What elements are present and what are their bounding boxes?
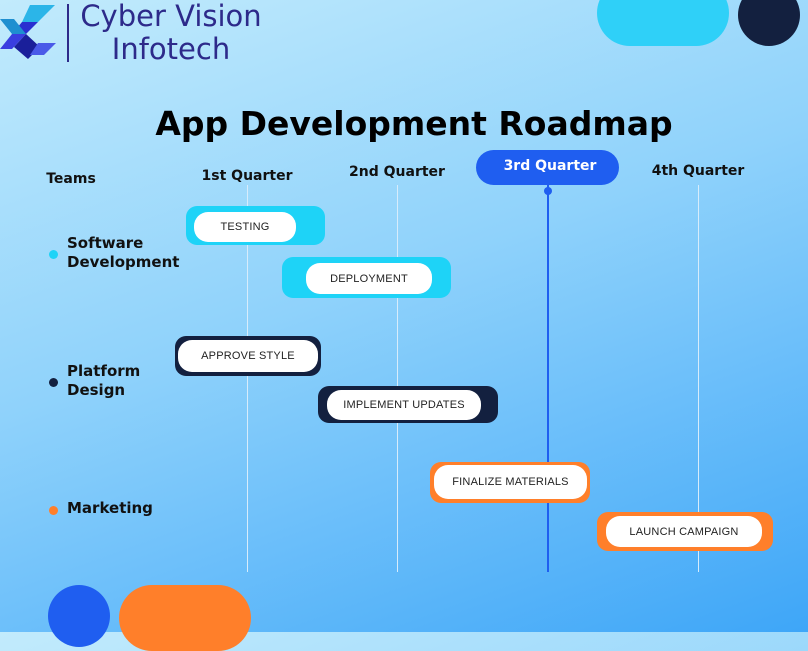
q3-header: 3rd Quarter [503, 158, 597, 174]
task-label-deployment: DEPLOYMENT [306, 263, 432, 294]
decor-orange-pill [119, 585, 251, 651]
decor-navy-circle [738, 0, 800, 46]
task-label-approve-style: APPROVE STYLE [178, 340, 318, 372]
brand-name-line1: Cyber Vision [80, 0, 262, 33]
decor-cyan-pill [597, 0, 729, 46]
task-label-finalize-materials: FINALIZE MATERIALS [434, 465, 587, 499]
q4-header: 4th Quarter [651, 163, 745, 179]
q2-header: 2nd Quarter [349, 164, 445, 180]
current-quarter-marker [544, 187, 552, 195]
logo-icon [0, 5, 56, 59]
task-label-testing: TESTING [194, 212, 296, 242]
team-dot-software [49, 250, 58, 259]
team-dot-marketing [49, 506, 58, 515]
team-label-marketing: Marketing [67, 499, 153, 517]
q1-header: 1st Quarter [201, 168, 293, 184]
decor-blue-circle [48, 585, 110, 647]
brand-name-line2: Infotech [111, 32, 231, 66]
team-dot-platform [49, 378, 58, 387]
teams-header: Teams [46, 171, 96, 187]
page-title: App Development Roadmap [155, 104, 673, 143]
logo-divider [67, 4, 69, 62]
q3-header-pill [476, 150, 619, 185]
task-label-launch-campaign: LAUNCH CAMPAIGN [606, 516, 762, 547]
q2-gridline [397, 185, 398, 572]
task-label-implement-updates: IMPLEMENT UPDATES [327, 390, 481, 420]
current-quarter-line [547, 185, 549, 572]
q1-gridline [247, 185, 248, 572]
q4-gridline [698, 185, 699, 572]
